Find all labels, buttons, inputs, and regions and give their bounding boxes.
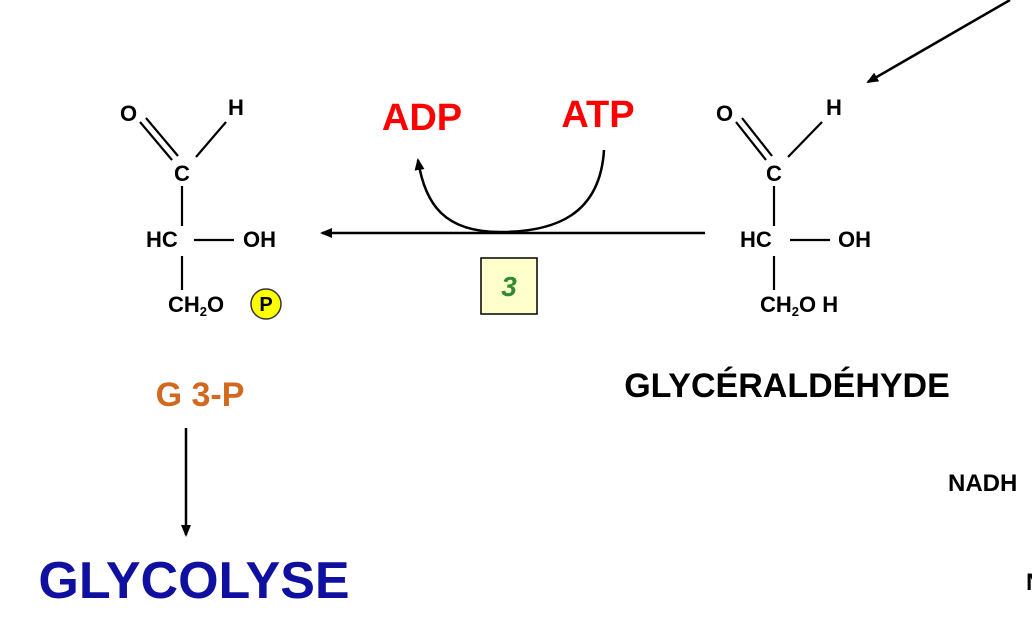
right-double-bond-a xyxy=(735,121,767,161)
glyceraldehyde-label: GLYCÉRALDÉHYDE xyxy=(624,367,950,405)
left-ch-bond xyxy=(195,121,227,158)
right-ch-bond xyxy=(787,121,823,158)
enzyme-box xyxy=(480,257,538,315)
right-hydrogen: H xyxy=(826,95,842,120)
left-oxygen: O xyxy=(120,101,137,126)
adp-label: ADP xyxy=(382,97,462,139)
phosphate-circle xyxy=(250,288,282,320)
right-double-bond-b xyxy=(741,117,773,157)
right-ch2oh: CH2O H xyxy=(760,292,838,319)
glyceraldehyde-structure: O H C HC OH CH2O H xyxy=(716,95,871,319)
nadh-partial-label: NADH xyxy=(948,470,1017,497)
left-ch2o: CH2O xyxy=(168,292,224,319)
atp-adp-curved-arrow xyxy=(414,149,606,234)
left-double-bond-a xyxy=(139,121,173,161)
g3p-structure: O H C HC OH CH2O P xyxy=(120,95,282,320)
left-hydrogen: H xyxy=(228,95,244,120)
cut-partial-label: N xyxy=(1026,569,1032,596)
right-oh: OH xyxy=(838,227,871,252)
left-hc: HC xyxy=(146,227,178,252)
right-hc: HC xyxy=(740,227,772,252)
left-carbon: C xyxy=(174,161,190,186)
left-oh: OH xyxy=(243,227,276,252)
enzyme-number: 3 xyxy=(501,271,517,302)
right-carbon: C xyxy=(766,161,782,186)
g3p-label: G 3-P xyxy=(156,376,245,414)
glycolyse-label: GLYCOLYSE xyxy=(38,552,349,610)
left-double-bond-b xyxy=(145,117,179,157)
incoming-arrow xyxy=(866,0,1011,84)
right-oxygen: O xyxy=(716,101,733,126)
phosphate-label: P xyxy=(259,294,272,316)
atp-label: ATP xyxy=(561,94,634,136)
